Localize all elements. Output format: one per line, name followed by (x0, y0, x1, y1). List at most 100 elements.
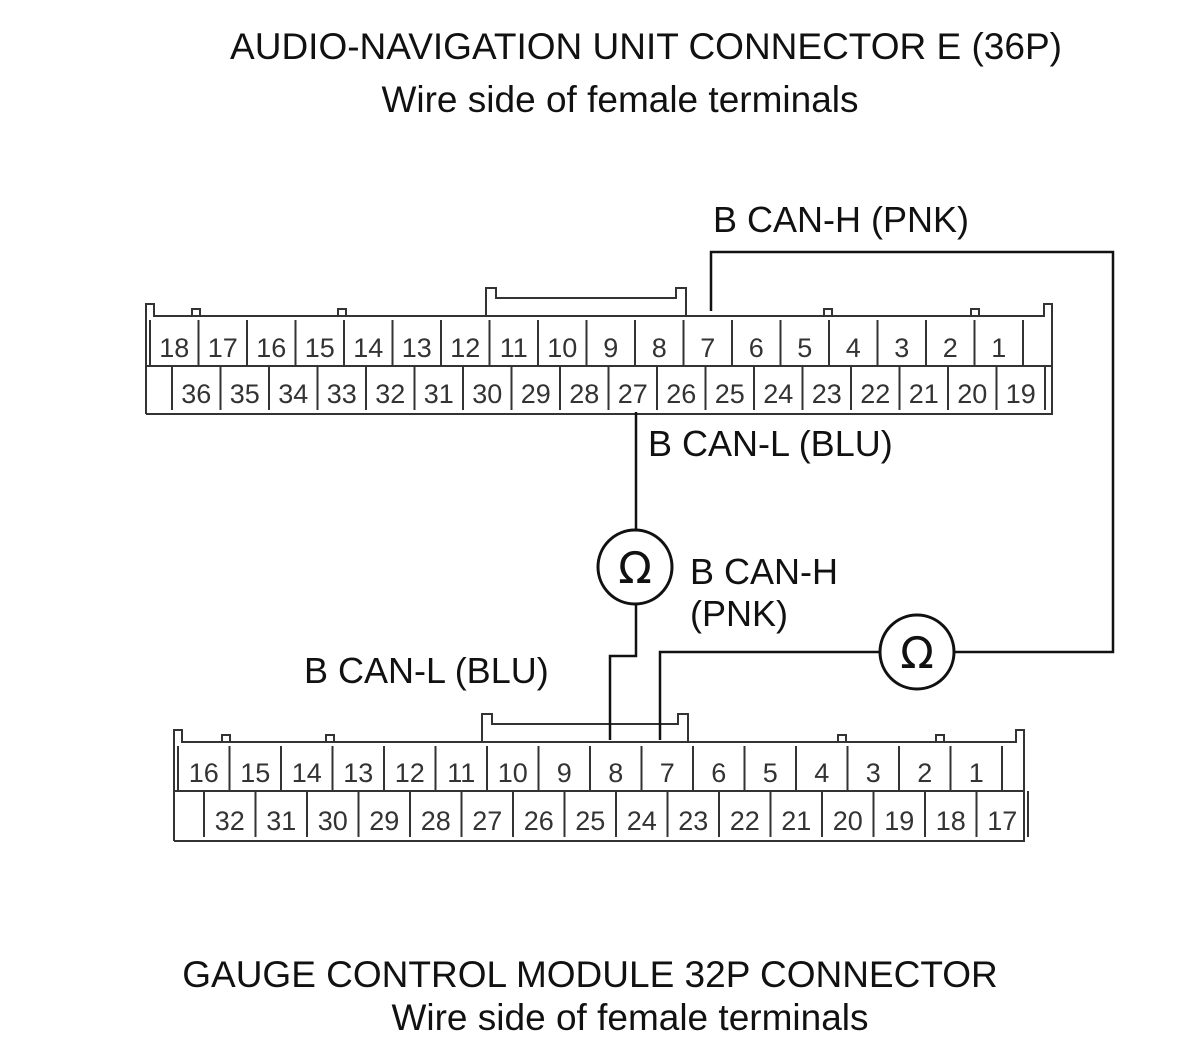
top-pin-16: 16 (256, 333, 286, 363)
bottom-pin-23: 23 (678, 806, 708, 836)
top-pin-1: 1 (991, 333, 1006, 363)
bottom-connector-title: GAUGE CONTROL MODULE 32P CONNECTOR (182, 954, 998, 995)
top-connector-subtitle: Wire side of female terminals (381, 79, 859, 120)
bottom-key (837, 734, 847, 743)
top-pin-24: 24 (763, 379, 793, 409)
bottom-pin-21: 21 (781, 806, 811, 836)
bottom-housing (173, 729, 1025, 842)
bottom-pin-4: 4 (814, 758, 829, 788)
bottom-key (325, 734, 335, 743)
top-pin-11: 11 (500, 333, 528, 363)
top-pin-20: 20 (957, 379, 987, 409)
top-pin-29: 29 (521, 379, 551, 409)
bottom-pin-2: 2 (917, 758, 932, 788)
bottom-pin-8: 8 (608, 758, 623, 788)
top-key (337, 308, 347, 317)
bottom-latch (481, 713, 689, 742)
top-pin-17: 17 (208, 333, 238, 363)
bottom-pin-17: 17 (987, 806, 1017, 836)
top-pin-33: 33 (327, 379, 357, 409)
top-pin-2: 2 (943, 333, 958, 363)
bottom-connector-subtitle: Wire side of female terminals (391, 997, 869, 1038)
top-can-h-wire (709, 250, 1115, 654)
label-mid-can-h-line1: B CAN-H (690, 551, 838, 592)
ohm-symbol: Ω (618, 543, 652, 594)
bottom-pin-31: 31 (266, 806, 296, 836)
top-pin-10: 10 (547, 333, 577, 363)
ohmmeter-left: Ω (596, 528, 674, 606)
top-housing (145, 303, 1053, 415)
bottom-pin-16: 16 (189, 758, 219, 788)
top-pin-27: 27 (618, 379, 648, 409)
bottom-pin-19: 19 (884, 806, 914, 836)
label-top-can-l: B CAN-L (BLU) (648, 423, 893, 464)
bottom-pin-27: 27 (472, 806, 502, 836)
top-pin-35: 35 (230, 379, 260, 409)
top-pin-7: 7 (700, 333, 715, 363)
label-mid-can-h-line2: (PNK) (690, 593, 788, 634)
top-pin-4: 4 (846, 333, 861, 363)
bottom-pin-5: 5 (763, 758, 778, 788)
top-pin-28: 28 (569, 379, 599, 409)
top-pin-15: 15 (305, 333, 335, 363)
top-pin-12: 12 (450, 333, 480, 363)
top-pin-22: 22 (860, 379, 890, 409)
top-pin-31: 31 (424, 379, 454, 409)
ohm-symbol: Ω (900, 628, 934, 679)
top-pin-5: 5 (797, 333, 812, 363)
bottom-pin-24: 24 (627, 806, 657, 836)
bottom-pin-28: 28 (421, 806, 451, 836)
top-connector-title: AUDIO-NAVIGATION UNIT CONNECTOR E (36P) (230, 26, 1062, 67)
bottom-pin-3: 3 (866, 758, 881, 788)
bottom-pin-26: 26 (524, 806, 554, 836)
bottom-key (221, 734, 231, 743)
top-pin-19: 19 (1006, 379, 1036, 409)
top-key (823, 308, 833, 317)
top-pin-23: 23 (812, 379, 842, 409)
label-bottom-can-l: B CAN-L (BLU) (304, 650, 549, 691)
label-top-can-h: B CAN-H (PNK) (713, 199, 969, 240)
ohmmeter-icon (878, 613, 956, 691)
bottom-pin-22: 22 (730, 806, 760, 836)
bottom-pin-18: 18 (936, 806, 966, 836)
top-latch (485, 287, 687, 316)
bottom-pin-20: 20 (833, 806, 863, 836)
bottom-pin-11: 11 (447, 758, 475, 788)
bottom-pin-9: 9 (557, 758, 572, 788)
top-key (970, 308, 980, 317)
top-key (191, 308, 201, 317)
top-pin-13: 13 (402, 333, 432, 363)
wires (608, 250, 1115, 740)
bottom-pin-12: 12 (395, 758, 425, 788)
top-pin-3: 3 (894, 333, 909, 363)
top-pin-30: 30 (472, 379, 502, 409)
top-pin-8: 8 (652, 333, 667, 363)
bottom-key (935, 734, 945, 743)
top-pin-25: 25 (715, 379, 745, 409)
bottom-pin-30: 30 (318, 806, 348, 836)
bottom-pin-13: 13 (343, 758, 373, 788)
ohmmeter-icon (596, 528, 674, 606)
bottom-pin-25: 25 (575, 806, 605, 836)
bottom-pin-15: 15 (240, 758, 270, 788)
top-pin-9: 9 (603, 333, 618, 363)
top-pin-34: 34 (278, 379, 308, 409)
top-pin-32: 32 (375, 379, 405, 409)
bottom-pin-14: 14 (292, 758, 322, 788)
top-pin-18: 18 (159, 333, 189, 363)
ohmmeter-right: Ω (878, 613, 956, 691)
top-pin-6: 6 (749, 333, 764, 363)
bottom-pin-7: 7 (660, 758, 675, 788)
bottom-pin-32: 32 (215, 806, 245, 836)
left-meter-to-pin8-wire (608, 604, 638, 740)
right-meter-to-pin7-wire (658, 650, 880, 740)
bottom-pin-29: 29 (369, 806, 399, 836)
bottom-pin-6: 6 (711, 758, 726, 788)
bottom-pin-1: 1 (969, 758, 984, 788)
top-pin-26: 26 (666, 379, 696, 409)
top-pin-21: 21 (909, 379, 939, 409)
top-pin-14: 14 (353, 333, 383, 363)
bottom-pin-10: 10 (498, 758, 528, 788)
